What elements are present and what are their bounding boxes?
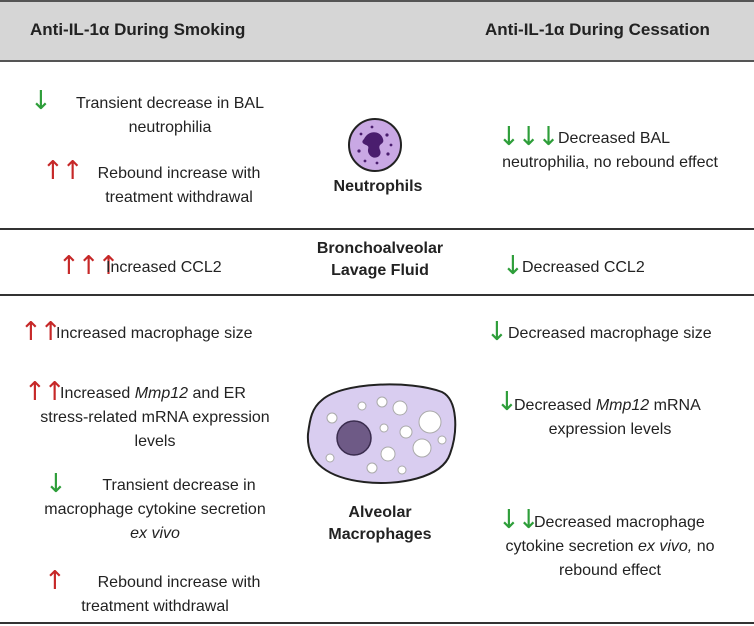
text-line: ex vivo (10, 522, 300, 546)
balf-label-line2: Lavage Fluid (331, 262, 429, 279)
divider-bottom (0, 622, 754, 624)
text-part: cytokine secretion (505, 538, 638, 555)
text-part: Decreased (514, 397, 596, 414)
header-right: Anti-IL-1α During Cessation (485, 20, 710, 39)
macrophage-left-item-3: Transient decrease in macrophage cytokin… (10, 474, 300, 546)
macrophages-label-line2: Macrophages (328, 526, 432, 543)
gene-name: Mmp12 (595, 397, 650, 414)
macrophage-right-item-3: Decreased macrophage cytokine secretion … (470, 511, 750, 583)
arrow-down: ↓ (496, 387, 518, 417)
header-band (0, 0, 754, 62)
text-line: Transient decrease in BAL (76, 95, 264, 112)
arrow-down: ↓ (30, 86, 52, 116)
text-line: Transient decrease in (102, 477, 256, 494)
text-line: rebound effect (558, 562, 661, 579)
arrow-up: ↑↑↑ (58, 251, 119, 281)
arrow-down: ↓ (486, 317, 508, 347)
macrophage-right-item-1: Decreased macrophage size (508, 325, 712, 342)
neutrophil-left-item-2: Rebound increase with treatment withdraw… (54, 162, 304, 210)
text-line: expression levels (548, 421, 672, 438)
text-line: stress-related mRNA expression (40, 409, 270, 426)
macrophage-cell-icon (306, 383, 457, 484)
text-line: Decreased macrophage (534, 514, 705, 531)
text-line: Decreased Mmp12 mRNA (470, 394, 750, 418)
macrophage-left-item-1: Increased macrophage size (56, 325, 253, 342)
macrophages-label-line1: Alveolar (348, 504, 412, 521)
arrow-down: ↓↓ (498, 505, 540, 535)
macrophage-left-item-2: Increased Mmp12 and ER stress-related mR… (10, 382, 300, 454)
arrow-down: ↓ (502, 251, 524, 281)
arrow-down: ↓↓↓ (498, 122, 559, 152)
macrophage-right-item-2: Decreased Mmp12 mRNA expression levels (470, 394, 750, 442)
text-line: Increased Mmp12 and ER (10, 382, 300, 406)
italic-text: ex vivo (130, 525, 180, 542)
divider-balf-macrophages (0, 294, 754, 296)
text-line: neutrophilia (128, 119, 212, 136)
gene-name: Mmp12 (134, 385, 189, 402)
balf-right-item: Decreased CCL2 (522, 259, 645, 276)
text-line: cytokine secretion ex vivo, no (470, 535, 750, 559)
text-line: macrophage cytokine secretion (44, 501, 266, 518)
text-line: Rebound increase with (97, 165, 261, 182)
text-part: mRNA (649, 397, 701, 414)
arrow-down: ↓ (45, 469, 67, 499)
balf-left-item: Increased CCL2 (106, 259, 222, 276)
text-line: Decreased BAL (558, 130, 671, 147)
text-line: treatment withdrawal (105, 189, 253, 206)
macrophage-left-item-4: Rebound increase with treatment withdraw… (10, 571, 300, 619)
divider-neutrophils-balf (0, 228, 754, 230)
arrow-up: ↑ (44, 566, 66, 596)
text-part: no (692, 538, 715, 555)
text-line: treatment withdrawal (81, 598, 229, 615)
text-part: and ER (188, 385, 246, 402)
text-line: Rebound increase with (97, 574, 261, 591)
neutrophils-label: Neutrophils (333, 178, 423, 195)
text-line: levels (134, 433, 176, 450)
arrow-up: ↑↑ (20, 317, 62, 347)
balf-label-line1: Bronchoalveolar (316, 240, 444, 257)
neutrophil-right-item-1: Decreased BAL neutrophilia, no rebound e… (470, 127, 750, 175)
arrow-up: ↑↑ (42, 156, 84, 186)
neutrophil-left-item-1: Transient decrease in BAL neutrophilia (40, 92, 300, 140)
neutrophil-cell-icon (348, 118, 402, 172)
arrow-up: ↑↑ (24, 377, 66, 407)
italic-text: ex vivo, (638, 538, 693, 555)
text-part: Increased (60, 385, 135, 402)
header-left: Anti-IL-1α During Smoking (30, 20, 246, 39)
text-line: neutrophilia, no rebound effect (502, 154, 718, 171)
